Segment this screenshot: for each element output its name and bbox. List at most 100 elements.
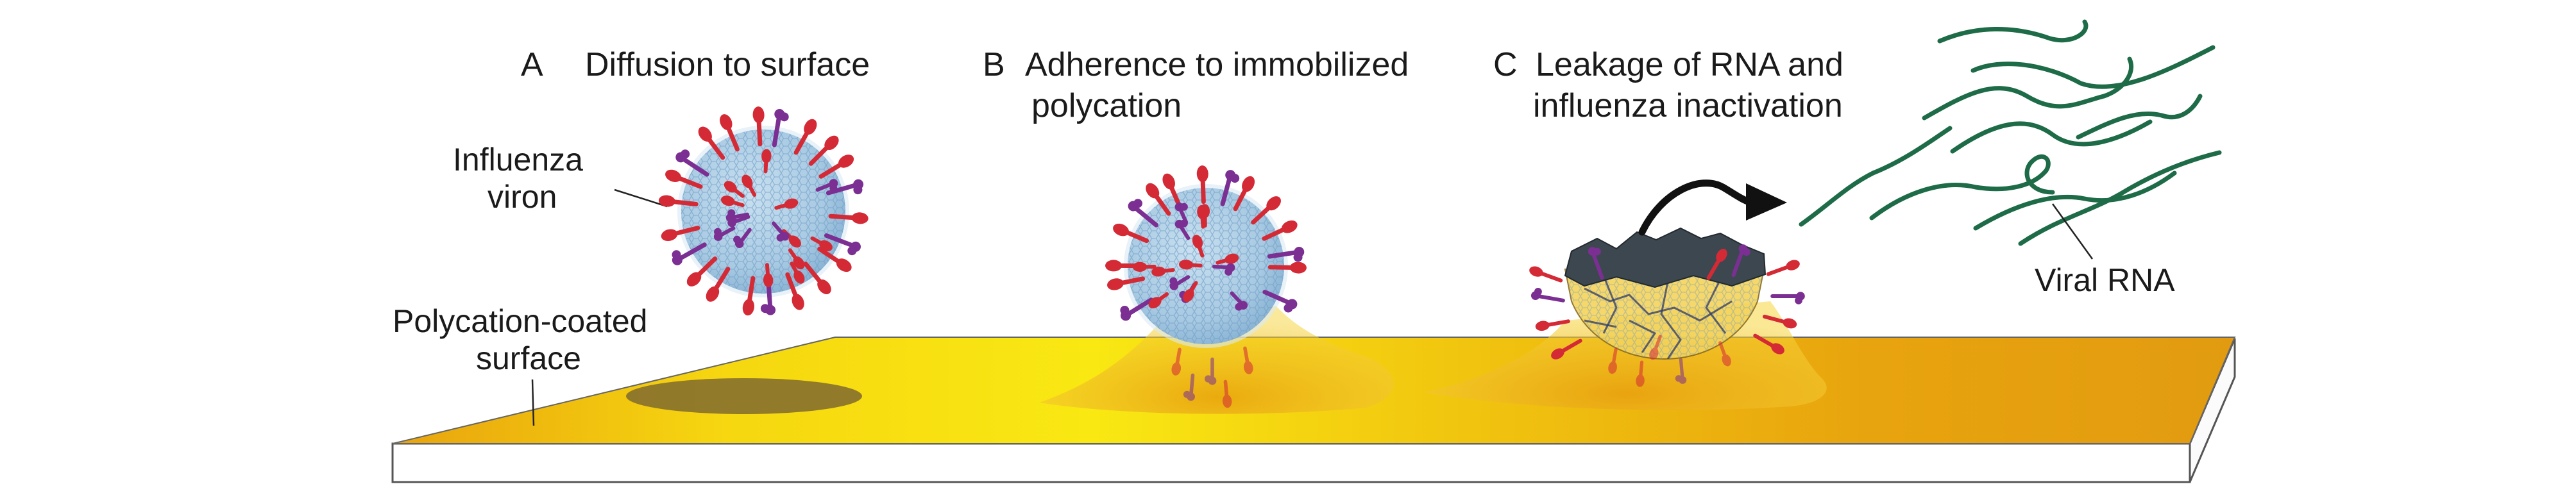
neuraminidase-spike — [1530, 288, 1565, 303]
hemagglutinin-spike — [1529, 266, 1563, 283]
rna-leader-line — [2051, 203, 2094, 260]
hemagglutinin-spike — [1171, 347, 1182, 376]
neuraminidase-spike — [725, 209, 750, 222]
panel-c-title: C Leakage of RNA and influenza inactivat… — [1493, 46, 1843, 124]
neuraminidase-spike — [1205, 357, 1217, 385]
hemagglutinin-spike — [785, 272, 804, 310]
panel-a-title: A Diffusion to surface — [521, 46, 870, 83]
panel-b-title-line-2: polycation — [1031, 87, 1182, 124]
virion-shadow — [626, 378, 862, 414]
ruptured-virion-icon — [1564, 227, 1767, 360]
virion-leader-line — [614, 188, 668, 208]
hemagglutinin-spike — [752, 106, 765, 147]
hemagglutinin-spike — [1766, 260, 1800, 276]
panel-a-title-line-1: Diffusion to surface — [585, 46, 870, 83]
hemagglutinin-spike — [1243, 346, 1253, 374]
neuraminidase-spike — [1174, 219, 1191, 240]
neuraminidase-spike — [1675, 358, 1687, 384]
surface-label: Polycation-coated surface — [393, 303, 647, 426]
neuraminidase-spike — [1128, 199, 1159, 228]
rna-strand-icon — [1799, 19, 2222, 246]
neuraminidase-spike — [1212, 263, 1235, 276]
panel-b-title-line-1: Adherence to immobilized — [1025, 46, 1409, 83]
neuraminidase-spike — [1120, 297, 1154, 321]
neuraminidase-spike — [1262, 290, 1298, 313]
neuraminidase-spike — [733, 228, 752, 248]
hemagglutinin-spike — [1608, 347, 1618, 374]
hemagglutinin-spike — [1636, 360, 1645, 387]
hemagglutinin-spike — [793, 119, 817, 155]
surface-label-line-1: Polycation-coated — [393, 303, 647, 339]
crack-line — [1660, 281, 1682, 359]
neuraminidase-spike — [1169, 275, 1191, 290]
hemagglutinin-spike — [818, 154, 854, 179]
hemagglutinin-spike — [1535, 319, 1570, 331]
hemagglutinin-spike — [1233, 176, 1255, 212]
neuraminidase-spike — [713, 226, 736, 241]
envelope-cracks — [1584, 275, 1733, 359]
hemagglutinin-spike — [1222, 379, 1232, 408]
hemagglutinin-spike — [1196, 165, 1208, 204]
hemagglutinin-spike — [1178, 260, 1203, 270]
hemagglutinin-spike — [803, 262, 831, 295]
virion-lattice — [681, 129, 845, 294]
neuraminidase-spike — [1731, 244, 1750, 278]
neuraminidase-spike — [1230, 291, 1248, 311]
neuraminidase-spike — [1267, 247, 1305, 262]
panel-b-letter: B — [983, 46, 1005, 83]
hemagglutinin-spike — [698, 126, 725, 160]
crack-line — [1705, 281, 1727, 334]
hemagglutinin-spike — [661, 226, 700, 242]
neuraminidase-spike — [771, 221, 790, 242]
rna-label: Viral RNA — [2035, 262, 2175, 298]
crack-line — [1584, 319, 1617, 328]
panel-b-title: B Adherence to immobilized polycation — [983, 46, 1409, 124]
hemagglutinin-spike — [1262, 220, 1298, 241]
hemagglutinin-spike — [810, 236, 833, 251]
hemagglutinin-spike — [808, 135, 839, 166]
crack-line — [1629, 319, 1657, 353]
hemagglutinin-spike — [1551, 338, 1582, 360]
hemagglutinin-spike — [1706, 249, 1727, 280]
adhesion-mound-b — [1039, 303, 1394, 414]
hemagglutinin-spike — [1151, 267, 1175, 277]
hemagglutinin-spike — [686, 256, 718, 287]
neuraminidase-spike — [1183, 373, 1196, 401]
hemagglutinin-spike — [774, 198, 799, 210]
neuraminidase-spike — [1770, 292, 1805, 304]
neuraminidase-spike — [772, 109, 789, 147]
torn-envelope-top — [1564, 227, 1767, 288]
neuraminidase-spike — [1588, 247, 1604, 280]
release-arrow-icon — [1638, 179, 1787, 236]
hemagglutinin-spike — [720, 114, 740, 152]
adhered-virion-icon — [1105, 165, 1307, 408]
panel-c-letter: C — [1493, 46, 1518, 83]
hemagglutinin-spike — [1192, 235, 1205, 258]
surface-label-line-2: surface — [476, 340, 581, 376]
hemagglutinin-spike — [761, 149, 772, 174]
hemagglutinin-spike — [763, 263, 774, 288]
panel-a-letter: A — [521, 46, 543, 83]
hemagglutinin-spike — [790, 262, 805, 284]
hemagglutinin-spike — [1199, 204, 1210, 228]
hemagglutinin-spike — [1267, 262, 1307, 274]
hemagglutinin-spike — [828, 212, 869, 224]
hemagglutinin-spike — [1649, 335, 1662, 360]
hemagglutinin-spike — [1132, 262, 1157, 272]
virion-label-line-2: viron — [487, 179, 557, 215]
ruptured-virion-spikes — [1529, 244, 1805, 387]
neuraminidase-spike — [815, 179, 838, 192]
hemagglutinin-spike — [1113, 223, 1149, 244]
virion-label-line-1: Influenza — [453, 142, 583, 178]
hemagglutinin-spike — [741, 174, 757, 197]
hemagglutinin-spike — [1753, 333, 1784, 354]
neuraminidase-spike — [672, 242, 707, 265]
surface-side-face — [391, 442, 2191, 483]
hemagglutinin-spike — [1146, 183, 1171, 216]
neuraminidase-spike — [1220, 170, 1240, 206]
hemagglutinin-spike — [1251, 196, 1281, 225]
hemagglutinin-spike — [724, 181, 745, 198]
hemagglutinin-spike — [658, 195, 699, 207]
neuraminidase-spike — [675, 149, 709, 177]
